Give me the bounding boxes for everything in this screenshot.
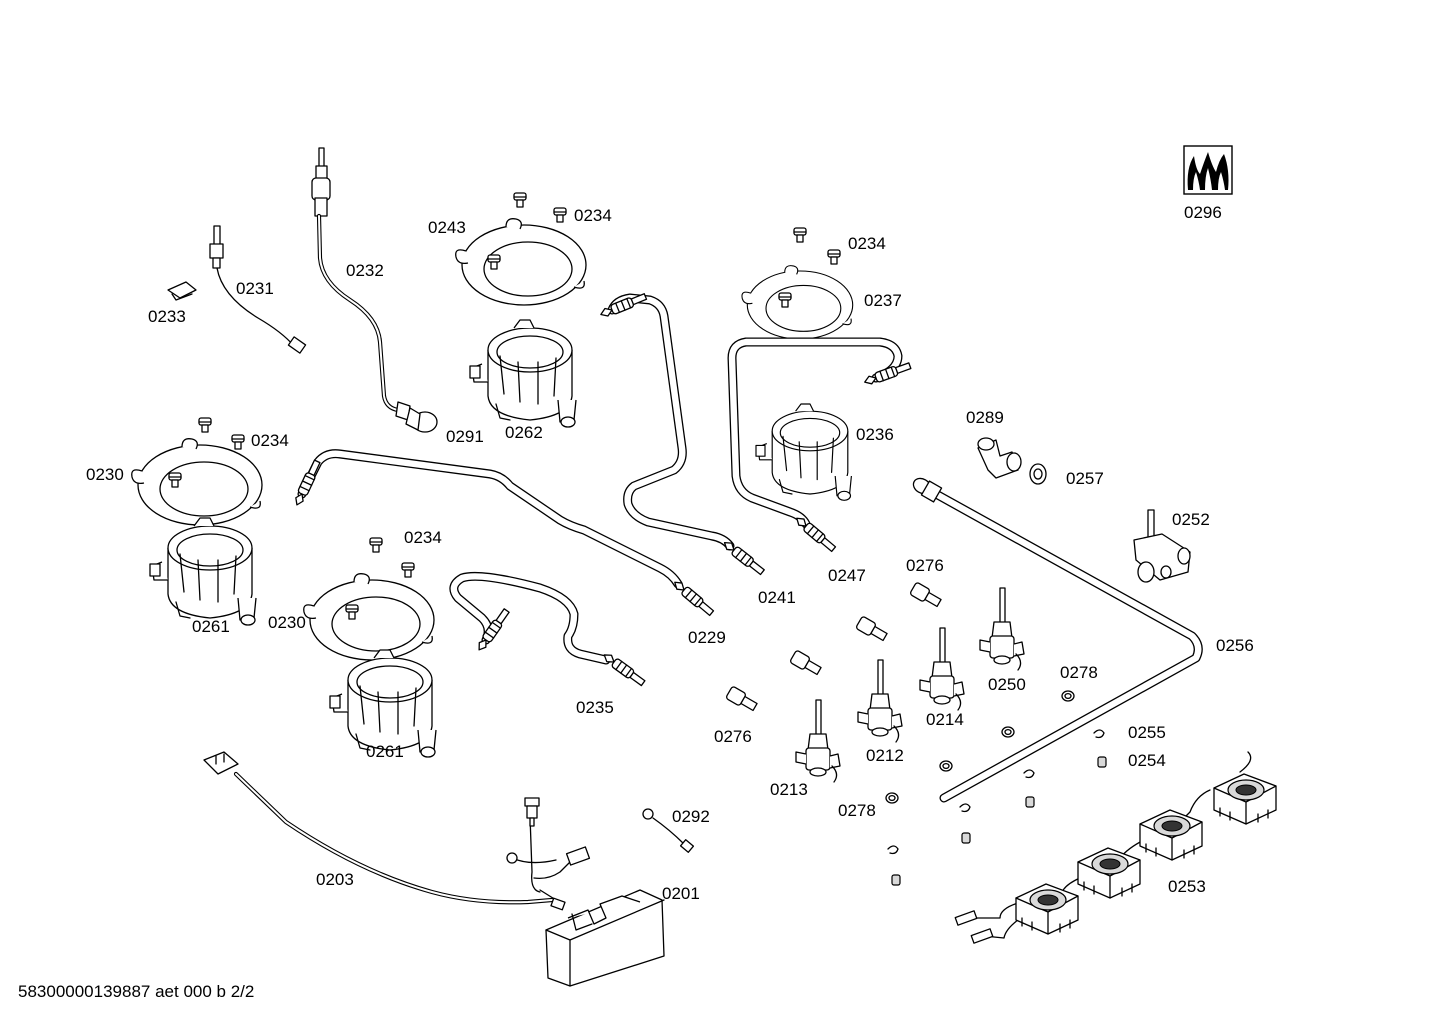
label-0203: 0203 — [316, 870, 354, 889]
burner-group-0262 — [455, 192, 587, 428]
label-0291: 0291 — [446, 427, 484, 446]
label-0230: 0230 — [268, 613, 306, 632]
label-0278: 0278 — [1060, 663, 1098, 682]
injectors-0276 — [726, 582, 942, 712]
tube-connectors — [291, 291, 943, 688]
ignition-electrode-0231 — [209, 225, 307, 354]
label-0234: 0234 — [848, 234, 886, 253]
label-0234: 0234 — [404, 528, 442, 547]
label-0276: 0276 — [714, 727, 752, 746]
label-0262: 0262 — [505, 423, 543, 442]
label-0247: 0247 — [828, 566, 866, 585]
gas-flame-icon — [1183, 145, 1233, 195]
ground-wire-0292 — [642, 808, 695, 853]
nuts-0278 — [885, 690, 1075, 804]
ignition-switch-block-0253 — [954, 751, 1277, 944]
burner-group-0261-left — [131, 417, 263, 626]
label-0232: 0232 — [346, 261, 384, 280]
thermocouple-0232 — [311, 147, 438, 433]
label-0234: 0234 — [574, 206, 612, 225]
clip-0233 — [167, 281, 197, 301]
gas-tubes — [297, 293, 1203, 803]
label-0230: 0230 — [86, 465, 124, 484]
label-0278: 0278 — [838, 801, 876, 820]
label-0237: 0237 — [864, 291, 902, 310]
elbow-0289 — [977, 437, 1022, 479]
label-0236: 0236 — [856, 425, 894, 444]
label-0231: 0231 — [236, 279, 274, 298]
seal-0257 — [1029, 463, 1047, 485]
part-labels: 0296 0243 0234 0234 0232 0231 0233 0237 … — [86, 203, 1254, 903]
label-0254: 0254 — [1128, 751, 1166, 770]
label-0292: 0292 — [672, 807, 710, 826]
label-0253: 0253 — [1168, 877, 1206, 896]
label-0256: 0256 — [1216, 636, 1254, 655]
bushings-0254 — [891, 756, 1107, 886]
label-0201: 0201 — [662, 884, 700, 903]
label-0213: 0213 — [770, 780, 808, 799]
label-0229: 0229 — [688, 628, 726, 647]
label-0233: 0233 — [148, 307, 186, 326]
label-0257: 0257 — [1066, 469, 1104, 488]
label-0261: 0261 — [366, 742, 404, 761]
label-0250: 0250 — [988, 675, 1026, 694]
label-0235: 0235 — [576, 698, 614, 717]
label-0255: 0255 — [1128, 723, 1166, 742]
label-0234: 0234 — [251, 431, 289, 450]
wire-harness-0203 — [203, 751, 591, 911]
ignition-module-0201 — [545, 889, 665, 987]
label-0276: 0276 — [906, 556, 944, 575]
label-0261: 0261 — [192, 617, 230, 636]
label-0214: 0214 — [926, 710, 964, 729]
label-0296: 0296 — [1184, 203, 1222, 222]
clips-0255 — [887, 729, 1105, 855]
gas-connector-0252 — [1133, 509, 1191, 583]
label-0212: 0212 — [866, 746, 904, 765]
label-0241: 0241 — [758, 588, 796, 607]
burner-group-0261-center — [303, 537, 437, 758]
document-id: 58300000139887 aet 000 b 2/2 — [18, 982, 254, 1001]
label-0289: 0289 — [966, 408, 1004, 427]
label-0243: 0243 — [428, 218, 466, 237]
burner-group-0236 — [741, 227, 854, 501]
label-0252: 0252 — [1172, 510, 1210, 529]
